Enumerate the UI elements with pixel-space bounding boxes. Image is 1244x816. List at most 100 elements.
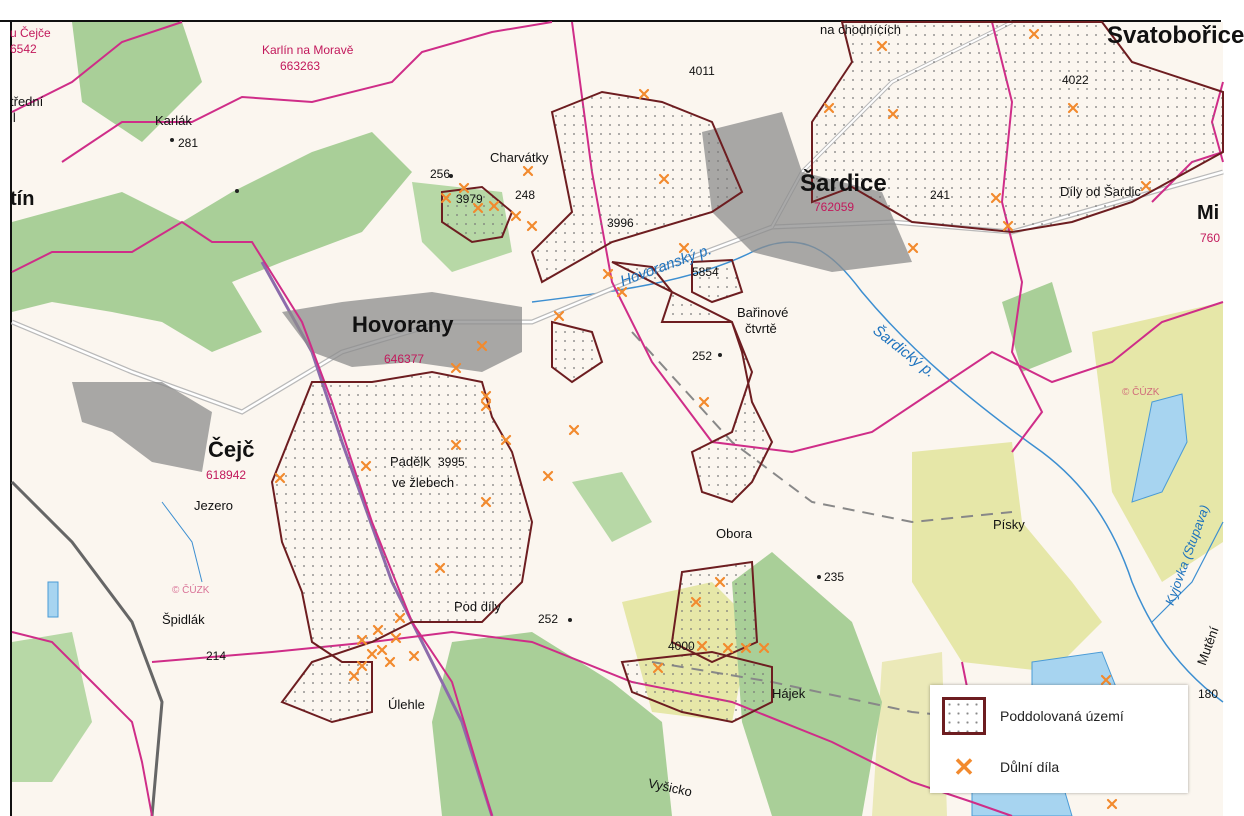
elev-281: 281 bbox=[178, 136, 199, 150]
mine-marker bbox=[440, 192, 452, 204]
mine-marker bbox=[690, 596, 702, 608]
subsided-area bbox=[691, 258, 744, 304]
map-legend: Poddolovaná území ✕ Důlní díla bbox=[930, 685, 1188, 793]
elev-214: 214 bbox=[206, 649, 227, 663]
label-charvatky: Charvátky bbox=[490, 150, 549, 165]
mine-marker bbox=[1100, 674, 1112, 686]
stream bbox=[1151, 521, 1224, 623]
cadastral-boundary bbox=[11, 21, 183, 113]
elev-235: 235 bbox=[824, 570, 845, 584]
label-ulehle: Úlehle bbox=[388, 697, 425, 712]
label-u-cejce: u Čejče bbox=[10, 26, 51, 40]
code-karlin: 663263 bbox=[280, 59, 321, 73]
mine-marker bbox=[526, 220, 538, 232]
mine-marker bbox=[480, 400, 492, 412]
mine-x-icon: ✕ bbox=[953, 751, 975, 782]
mine-marker bbox=[1002, 220, 1014, 232]
subsided-area bbox=[551, 320, 604, 384]
mine-marker bbox=[887, 108, 899, 120]
cadastral-boundary bbox=[61, 21, 553, 163]
code-cejc: 618942 bbox=[206, 468, 247, 482]
mine-marker bbox=[652, 662, 664, 674]
mine-marker bbox=[698, 396, 710, 408]
pond bbox=[47, 581, 59, 618]
cadastral-boundary bbox=[571, 21, 1224, 454]
label-dily-od-sardic: Díly od Šardic bbox=[1060, 184, 1141, 199]
mine-marker bbox=[510, 210, 522, 222]
elev-241: 241 bbox=[930, 188, 951, 202]
mine-marker bbox=[274, 472, 286, 484]
parcel-4000: 4000 bbox=[668, 639, 695, 653]
mine-marker bbox=[408, 650, 420, 662]
elevation-points bbox=[170, 138, 821, 622]
mine-marker bbox=[356, 660, 368, 672]
label-jezero: Jezero bbox=[194, 498, 234, 513]
label-ve-zlebech: ve žlebech bbox=[392, 475, 455, 490]
legend-item-mines: ✕ Důlní díla bbox=[942, 749, 1059, 785]
elev-256: 256 bbox=[430, 167, 451, 181]
subsided-area bbox=[270, 370, 534, 724]
mine-works bbox=[274, 28, 1152, 810]
mine-marker bbox=[722, 642, 734, 654]
mine-marker bbox=[1028, 28, 1040, 40]
label-karlin: Karlín na Moravě bbox=[262, 43, 354, 57]
settlement bbox=[282, 292, 522, 372]
settlement bbox=[702, 112, 912, 272]
mine-marker bbox=[876, 40, 888, 52]
pond bbox=[1131, 393, 1188, 503]
label-svatoborice: Svatobořice bbox=[1107, 22, 1244, 49]
mine-marker bbox=[390, 632, 402, 644]
mine-marker bbox=[480, 390, 492, 402]
label-na-chodnicich: na chodnících bbox=[820, 22, 901, 37]
mine-marker bbox=[1067, 102, 1079, 114]
label-pisky: Písky bbox=[993, 517, 1025, 532]
subsided-area bbox=[611, 261, 774, 504]
mine-marker bbox=[553, 310, 565, 322]
parcel-3979: 3979 bbox=[456, 192, 483, 206]
mine-marker bbox=[394, 612, 406, 624]
road bbox=[11, 170, 1224, 414]
forest-area bbox=[432, 632, 672, 816]
map-canvas[interactable]: Svatobořice u Čejče 6542 Karlín na Morav… bbox=[10, 20, 1244, 816]
mine-marker bbox=[522, 165, 534, 177]
mine-marker bbox=[658, 173, 670, 185]
parcel-4022: 4022 bbox=[1062, 73, 1089, 87]
code-mi: 760 bbox=[1200, 231, 1221, 245]
mine-marker bbox=[360, 460, 372, 472]
label-barinove: Bařinové bbox=[737, 305, 789, 320]
label-spidlak: Špidlák bbox=[162, 612, 205, 627]
mine-marker bbox=[450, 362, 462, 374]
subsided-area bbox=[670, 560, 759, 664]
label-il: il bbox=[10, 110, 16, 125]
subsided-area bbox=[530, 90, 744, 284]
mine-marker bbox=[990, 192, 1002, 204]
mine-marker bbox=[1140, 180, 1152, 192]
railway bbox=[11, 481, 163, 816]
mine-marker bbox=[480, 496, 492, 508]
legend-label-subsided: Poddolovaná území bbox=[1000, 708, 1124, 724]
map-graphics bbox=[10, 20, 1224, 816]
stream bbox=[161, 501, 203, 583]
legend-item-subsided: Poddolovaná území bbox=[942, 697, 1124, 735]
mine-marker bbox=[1106, 798, 1118, 810]
mine-marker bbox=[638, 88, 650, 100]
code-hovorany: 646377 bbox=[384, 352, 425, 366]
label-pod-dily: Pod díly bbox=[454, 599, 501, 614]
mine-marker bbox=[458, 182, 470, 194]
mine-marker bbox=[602, 268, 614, 280]
forest-area bbox=[12, 632, 92, 782]
mine-marker bbox=[376, 644, 388, 656]
mine-marker bbox=[907, 242, 919, 254]
fields-area bbox=[912, 442, 1102, 672]
road bbox=[631, 331, 1013, 524]
label-mi: Mi bbox=[1197, 202, 1220, 224]
parcel-4011: 4011 bbox=[689, 64, 715, 78]
label-karlak: Karlák bbox=[155, 113, 192, 128]
legend-label-mines: Důlní díla bbox=[1000, 759, 1060, 775]
mine-marker bbox=[384, 656, 396, 668]
cadastral-boundary bbox=[11, 220, 493, 816]
mine-marker bbox=[616, 286, 628, 298]
elev-252-a: 252 bbox=[692, 349, 713, 363]
mine-marker bbox=[500, 434, 512, 446]
